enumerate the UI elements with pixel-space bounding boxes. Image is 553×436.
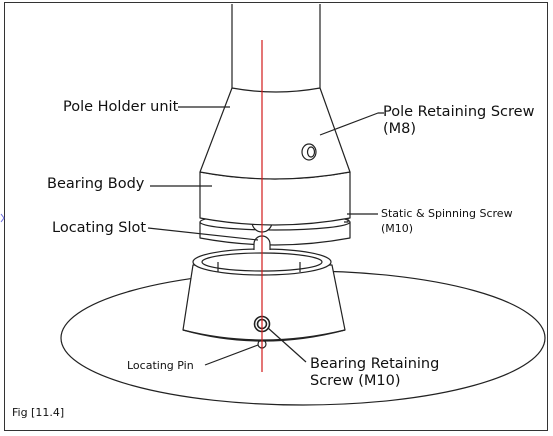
label-pole-holder-unit: Pole Holder unit	[63, 99, 179, 115]
label-bearing-body: Bearing Body	[47, 176, 145, 192]
bearing-body	[199, 172, 351, 226]
label-bearing-retaining-screw-line2: Screw (M10)	[310, 373, 401, 389]
label-locating-pin: Locating Pin	[127, 359, 194, 372]
pole-tube	[231, 4, 321, 93]
label-bearing-retaining-screw-line1: Bearing Retaining	[310, 356, 440, 372]
figure-frame	[4, 2, 548, 431]
label-locating-slot: Locating Slot	[52, 220, 147, 236]
pole-holder-cone	[199, 87, 351, 180]
base-cone-bottom	[182, 329, 346, 342]
figure-caption: Fig [11.4]	[12, 406, 65, 419]
label-pole-retaining-screw-line2: (M8)	[383, 121, 417, 137]
label-pole-retaining-screw-line1: Pole Retaining Screw	[383, 104, 535, 120]
label-static-spinning-screw-line2: (M10)	[381, 222, 414, 235]
label-static-spinning-screw-line1: Static & Spinning Screw	[381, 207, 513, 220]
